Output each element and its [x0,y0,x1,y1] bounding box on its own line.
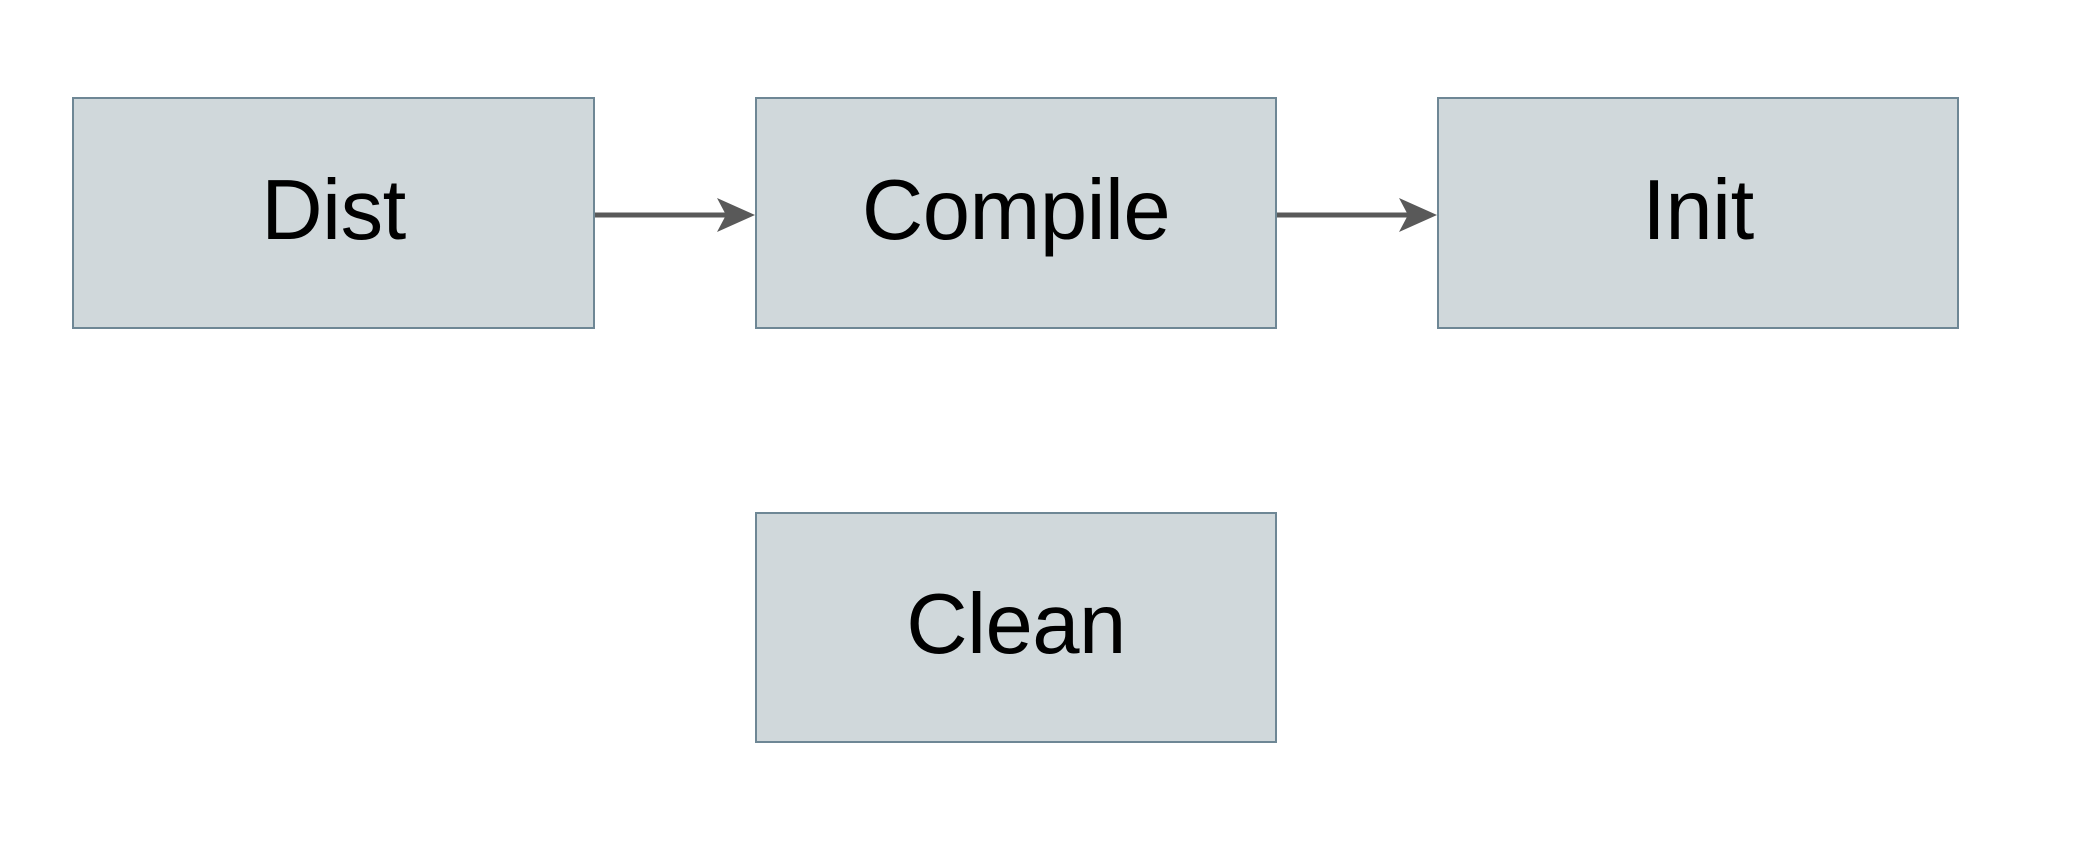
node-init-label: Init [1642,162,1754,258]
arrowhead-icon [717,198,755,232]
node-clean-label: Clean [906,577,1126,672]
edge-compile-to-init[interactable] [1277,185,1437,245]
edge-dist-to-compile[interactable] [595,185,755,245]
node-compile[interactable]: Compile [755,97,1277,329]
arrowhead-icon [1399,198,1437,232]
node-init[interactable]: Init [1437,97,1959,329]
node-clean[interactable]: Clean [755,512,1277,743]
node-dist-label: Dist [261,162,406,258]
node-compile-label: Compile [861,162,1171,258]
node-dist[interactable]: Dist [72,97,595,329]
